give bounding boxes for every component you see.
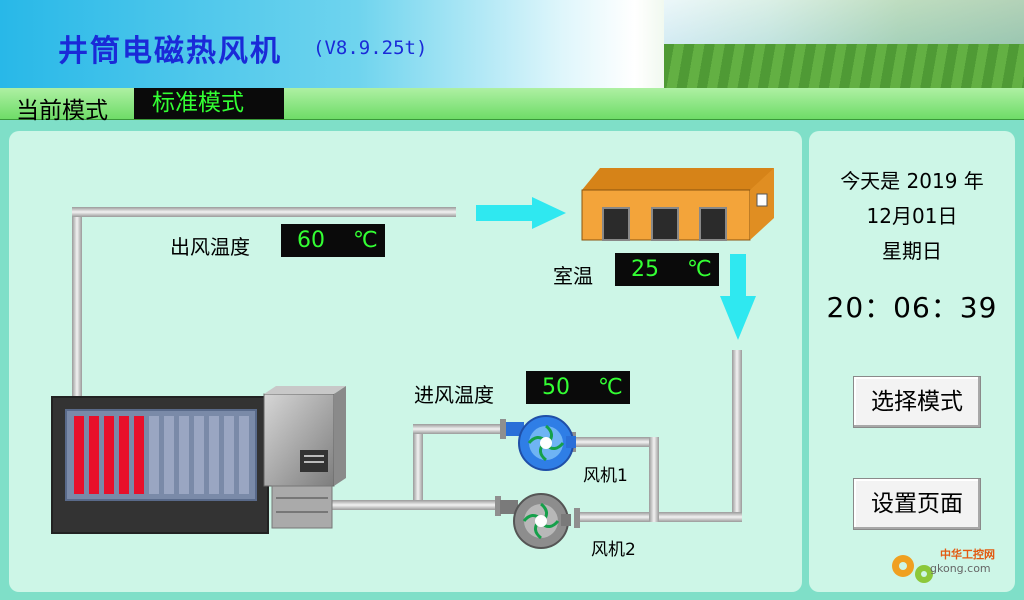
date-year: 今天是 2019 年 bbox=[840, 169, 984, 193]
app-version: (V8.9.25t) bbox=[313, 37, 428, 59]
weekday: 星期日 bbox=[882, 239, 942, 263]
flange bbox=[500, 419, 506, 439]
airflow-arrow-right bbox=[476, 197, 566, 229]
watermark-name: 中华工控网 bbox=[940, 548, 995, 561]
heater-element-off bbox=[224, 416, 234, 494]
outlet-pipe-vertical bbox=[72, 207, 82, 397]
side-panel: 今天是 2019 年 12月01日 星期日 20：06：39 选择模式 设置页面 bbox=[809, 131, 1015, 592]
settings-page-button[interactable]: 设置页面 bbox=[853, 478, 981, 530]
outlet-temp-readout: 60 ℃ bbox=[281, 224, 385, 257]
heater-element-off bbox=[239, 416, 249, 494]
room-temp-readout: 25 ℃ bbox=[615, 253, 719, 286]
fan1-label: 风机1 bbox=[583, 466, 628, 486]
fan1-outlet-pipe bbox=[575, 437, 659, 447]
header-field-image bbox=[664, 44, 1024, 88]
heater-element-on bbox=[119, 416, 129, 494]
fan-loop-left bbox=[413, 424, 423, 510]
watermark-url: gkong.com bbox=[930, 562, 991, 575]
inlet-temp-value: 50 bbox=[542, 375, 570, 400]
heater-element-off bbox=[179, 416, 189, 494]
app-title: 井筒电磁热风机 bbox=[58, 34, 282, 69]
outlet-temp-label: 出风温度 bbox=[170, 235, 250, 259]
fan1-inlet-pipe bbox=[413, 424, 519, 434]
fan2-icon bbox=[500, 493, 571, 549]
airflow-arrow-down bbox=[720, 254, 756, 340]
inlet-temp-unit: ℃ bbox=[598, 375, 623, 400]
heater-element-off bbox=[149, 416, 159, 494]
fan1-icon bbox=[506, 415, 576, 471]
mode-bar: 当前模式 标准模式 bbox=[0, 88, 1024, 124]
heater-element-off bbox=[164, 416, 174, 494]
heater-inlet-pipe bbox=[332, 500, 514, 510]
building-icon bbox=[581, 168, 774, 241]
watermark-logo-icon bbox=[892, 555, 933, 583]
fan2-label: 风机2 bbox=[591, 540, 636, 560]
header-banner: 井筒电磁热风机 (V8.9.25t) bbox=[0, 0, 1024, 88]
return-pipe-vertical bbox=[732, 350, 742, 522]
select-mode-button[interactable]: 选择模式 bbox=[853, 376, 981, 428]
room-temp-value: 25 bbox=[631, 257, 659, 282]
heater-element-on bbox=[134, 416, 144, 494]
mode-value: 标准模式 bbox=[134, 88, 284, 119]
electromagnetic-heater bbox=[51, 386, 346, 534]
heater-element-on bbox=[104, 416, 114, 494]
room-temp-unit: ℃ bbox=[687, 257, 712, 282]
heater-element-on bbox=[89, 416, 99, 494]
header-sky bbox=[664, 0, 1024, 50]
clock-time: 20：06：39 bbox=[826, 291, 998, 324]
fan1-down-pipe bbox=[649, 437, 659, 522]
outlet-temp-value: 60 bbox=[297, 228, 325, 253]
inlet-temp-readout: 50 ℃ bbox=[526, 371, 630, 404]
flange bbox=[574, 508, 580, 528]
heater-element-off bbox=[209, 416, 219, 494]
heater-element-off bbox=[194, 416, 204, 494]
outlet-temp-unit: ℃ bbox=[353, 228, 378, 253]
heater-element-on bbox=[74, 416, 84, 494]
date-day: 12月01日 bbox=[866, 204, 958, 228]
flange bbox=[495, 496, 501, 516]
inlet-temp-label: 进风温度 bbox=[414, 383, 494, 407]
mode-label: 当前模式 bbox=[16, 98, 108, 124]
room-temp-label: 室温 bbox=[553, 264, 593, 288]
outlet-pipe-horizontal bbox=[72, 207, 456, 217]
